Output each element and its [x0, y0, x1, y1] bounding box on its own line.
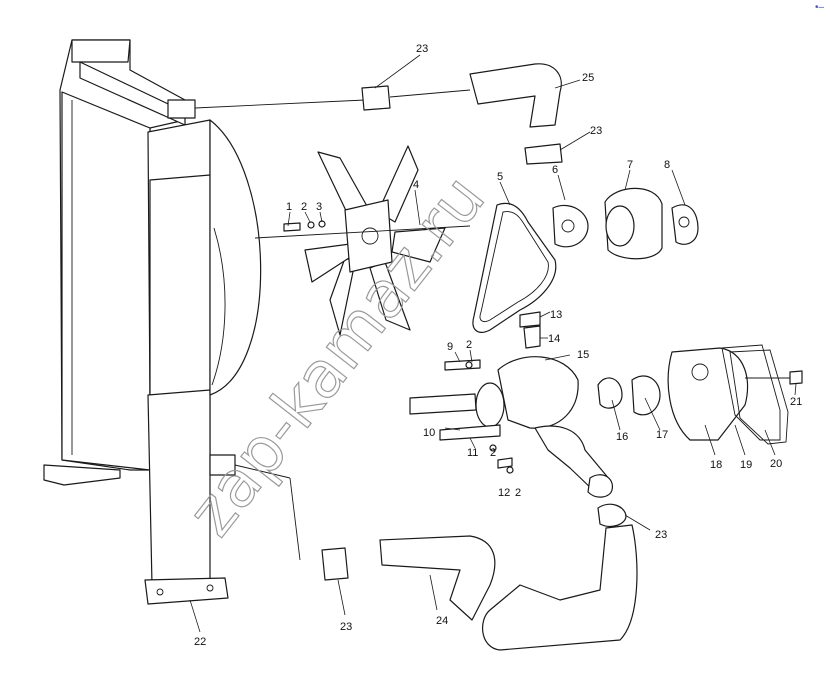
- hose-clamp-lower-left: [321, 547, 349, 581]
- callout-labels: 1 2 3 4 5 6 7 8 9 2 10 11 2 12 2 13 14 1…: [194, 43, 802, 648]
- pump-cover: [667, 344, 803, 445]
- hose-clamp-upper: [361, 85, 391, 111]
- callout-13: 13: [550, 309, 562, 321]
- hose-clamp-mid: [524, 143, 563, 165]
- callout-14: 14: [548, 333, 560, 345]
- callout-3: 3: [316, 201, 322, 213]
- callout-7: 7: [627, 159, 633, 171]
- upper-hose-25: [469, 63, 562, 128]
- callout-2: 2: [301, 201, 307, 213]
- callout-2-b: 2: [466, 339, 472, 351]
- callout-2-c: 2: [490, 447, 496, 459]
- callout-19: 19: [740, 459, 752, 471]
- callout-23-right: 23: [655, 529, 667, 541]
- callout-11: 11: [467, 447, 478, 459]
- callout-18: 18: [710, 459, 722, 471]
- lower-hose-24: [482, 524, 638, 651]
- callout-8: 8: [664, 159, 670, 171]
- callout-1: 1: [286, 201, 292, 213]
- pulleys: [552, 187, 699, 260]
- callout-23-top: 23: [416, 43, 428, 55]
- callout-6: 6: [552, 164, 558, 176]
- callout-15: 15: [577, 349, 589, 361]
- callout-24: 24: [436, 615, 448, 627]
- callout-22: 22: [194, 636, 206, 648]
- leader-lines: [189, 54, 797, 633]
- callout-2-d: 2: [515, 487, 521, 499]
- callout-20: 20: [770, 458, 782, 470]
- callout-9: 9: [447, 341, 453, 353]
- corner-mark: •–: [814, 2, 824, 13]
- callout-4: 4: [413, 179, 419, 191]
- callout-10: 10: [423, 427, 435, 439]
- upper-hose-assembly: [194, 63, 563, 165]
- callout-5: 5: [497, 171, 503, 183]
- radiator: [43, 39, 262, 605]
- callout-17: 17: [656, 429, 668, 441]
- callout-12: 12: [498, 487, 510, 499]
- fan: [254, 145, 471, 336]
- callout-23-mid: 23: [590, 125, 602, 137]
- callout-21: 21: [790, 396, 802, 408]
- hose-clamp-lower-right: [597, 503, 627, 528]
- callout-25: 25: [582, 72, 594, 84]
- lower-hose-assembly: [234, 464, 638, 651]
- callout-16: 16: [616, 431, 628, 443]
- callout-23-bottom: 23: [340, 621, 352, 633]
- v-belt: [472, 202, 557, 333]
- water-pump: [409, 311, 661, 498]
